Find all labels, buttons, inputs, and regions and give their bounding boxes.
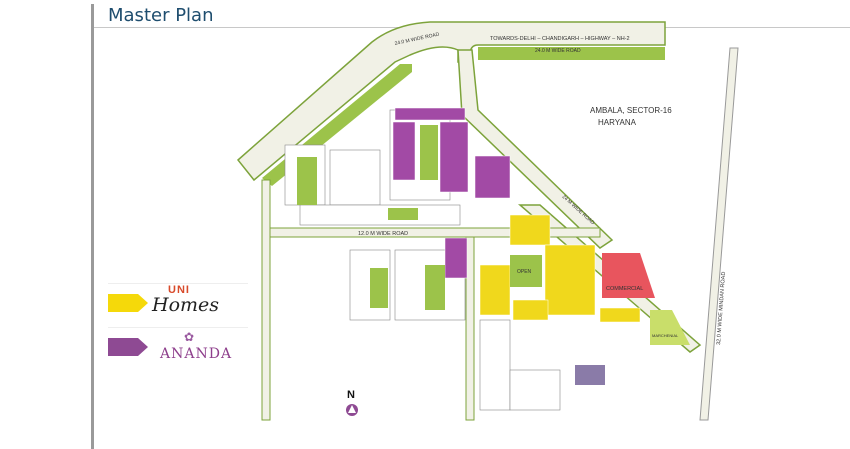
- green-strip-top: [478, 47, 665, 60]
- north-label: N: [347, 389, 355, 401]
- road-left-vertical: [261, 179, 271, 421]
- road-24-top-label: 24.0 M WIDE ROAD: [535, 48, 581, 54]
- road-12m: [269, 227, 601, 238]
- road-32-label: 32.0 M WIDE MINDAN ROAD: [716, 272, 727, 346]
- legend-ananda: ✿ ANANDA: [108, 327, 248, 368]
- lotus-icon: ✿: [184, 330, 195, 344]
- ananda-brand: ANANDA: [160, 346, 233, 362]
- commercial-zone: [602, 253, 655, 298]
- open-areas: [297, 125, 690, 345]
- unihomes-plots: [479, 214, 641, 323]
- ananda-plots: [392, 107, 511, 279]
- mindan-road: [699, 47, 739, 421]
- park-label: MARCHENIAL: [652, 333, 679, 338]
- location-line1: AMBALA, SECTOR-16: [590, 106, 672, 115]
- legend-unihomes: UNI Homes: [108, 283, 248, 324]
- road-12-label: 12.0 M WIDE ROAD: [358, 231, 408, 237]
- highway-label: TOWARDS-DELHI – CHANDIGARH – HIGHWAY – N…: [490, 36, 630, 42]
- page-title: Master Plan: [108, 5, 214, 26]
- ananda-tag-icon: [108, 338, 148, 356]
- commercial-label: COMMERCIAL: [606, 286, 643, 292]
- rcl-block: [575, 365, 605, 385]
- highway-road: [236, 21, 666, 182]
- left-border: [91, 4, 94, 449]
- location-line2: HARYANA: [598, 118, 637, 127]
- open-label: OPEN: [517, 269, 532, 275]
- unihomes-brand: Homes: [152, 294, 220, 316]
- road-central-vertical: [465, 236, 475, 421]
- unihomes-tag-icon: [108, 294, 148, 312]
- unihomes-brand-top: UNI: [168, 284, 190, 296]
